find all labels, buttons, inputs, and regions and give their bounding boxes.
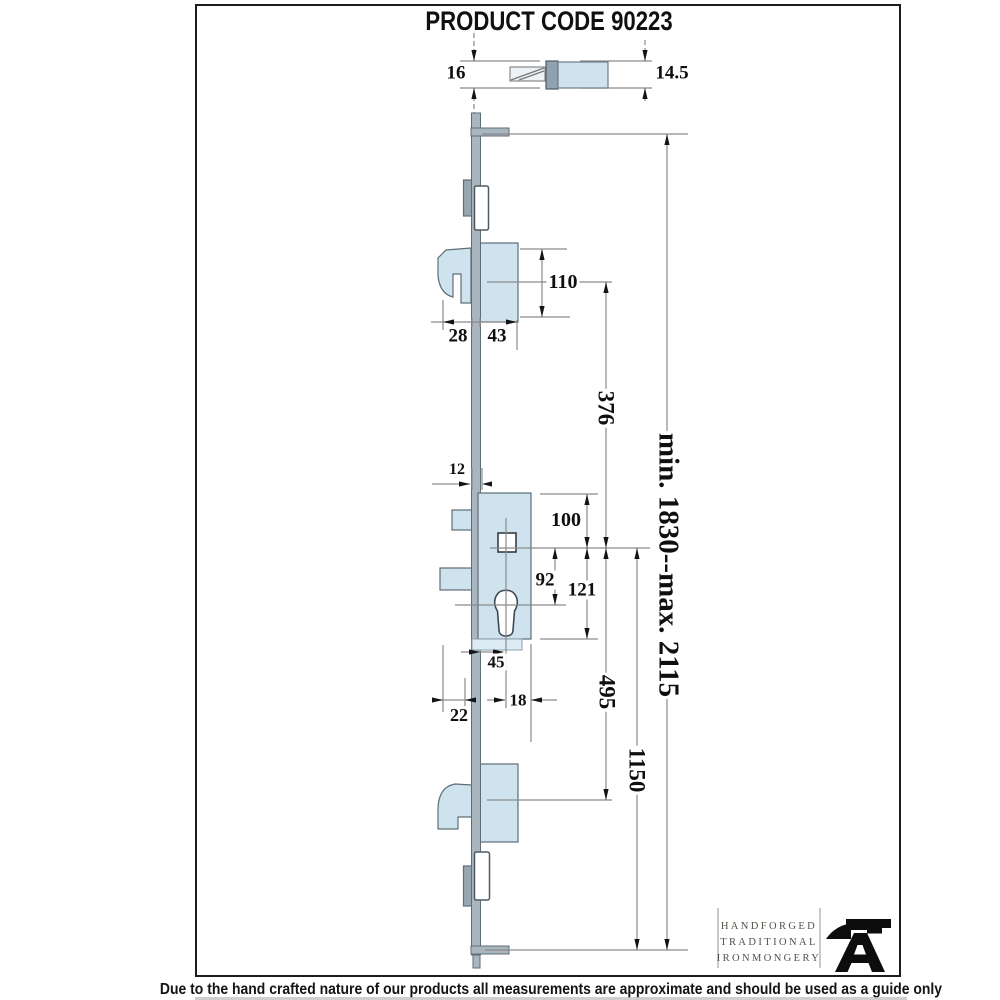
dim-upper-hook-to-spindle: 376 — [593, 388, 619, 428]
dim-backset: 45 — [485, 652, 507, 672]
dim-faceplate-width: 12 — [449, 461, 465, 478]
dim-hook-protrusion: 28 — [448, 325, 468, 347]
brand-text-line2: TRADITIONAL — [720, 937, 818, 948]
dim-hook-keep-height: 110 — [546, 271, 580, 293]
dim-spindle-to-gearbox-bottom: 121 — [565, 579, 599, 601]
dim-latch-plan-right: 14.5 — [655, 62, 689, 84]
dim-spindle-to-cylinder: 92 — [533, 569, 557, 591]
dim-latch-plan-left: 16 — [446, 62, 466, 84]
brand-text-line1: HANDFORGED — [720, 921, 818, 932]
dim-overall-length: min. 1830--max. 2115 — [652, 430, 685, 700]
anvil-logo-icon — [824, 917, 896, 980]
bottom-edge-strip — [195, 997, 907, 1000]
dim-cylinder-offset: 18 — [507, 690, 529, 710]
dim-spindle-to-lower-hook: 495 — [594, 672, 620, 712]
dim-lower-keep-width: 22 — [450, 705, 468, 725]
product-code-title: PRODUCT CODE 90223 — [425, 6, 673, 36]
dim-gearbox-top-to-spindle: 100 — [549, 509, 583, 531]
drawing-border-frame — [195, 4, 901, 977]
dim-keep-depth: 43 — [487, 325, 507, 347]
footer-disclaimer: Due to the hand crafted nature of our pr… — [159, 981, 943, 998]
brand-text-line3: IRONMONGERY — [716, 953, 822, 964]
dim-spindle-to-bottom: 1150 — [624, 745, 650, 795]
